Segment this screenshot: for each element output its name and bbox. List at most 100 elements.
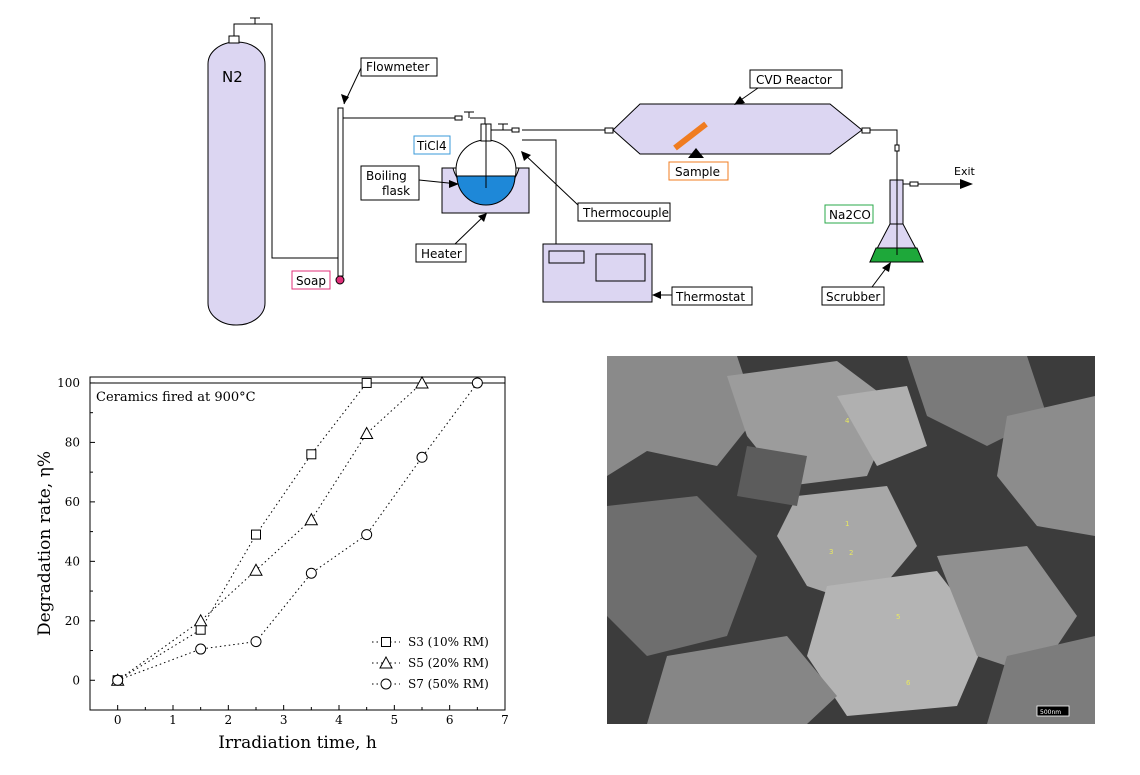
heater-label: Heater [421, 247, 462, 261]
y-tick-label: 100 [57, 376, 80, 390]
series-3 [112, 377, 483, 686]
n2-label: N2 [222, 68, 243, 86]
x-tick-label: 2 [225, 713, 233, 727]
x-tick-label: 7 [501, 713, 509, 727]
flask-liquid [456, 175, 516, 206]
sample-label-box [668, 161, 729, 181]
soap-bulb [335, 275, 345, 285]
sample-plate [673, 121, 708, 151]
data-point [195, 643, 207, 655]
boiling-flask-label-line2: flask [382, 184, 410, 198]
cvd-reactor-label-box [749, 69, 843, 89]
chart-annotation: Ceramics fired at 900°C [96, 390, 256, 405]
pipe-fitting-2 [511, 127, 520, 133]
na2co-label-box [824, 204, 874, 224]
x-axis-label: Irradiation time, h [218, 733, 377, 753]
plot-frame [89, 376, 506, 711]
scrubber-label-box [821, 286, 885, 306]
thermocouple-arrow [521, 151, 579, 206]
thermocouple-label: Thermocouple [582, 206, 669, 220]
sem-grains [607, 356, 1095, 724]
sem-point-label-2: 2 [849, 549, 853, 557]
soap-label-box [291, 270, 331, 290]
data-point [304, 512, 319, 526]
data-point [249, 563, 263, 576]
data-point [416, 451, 428, 463]
data-point [112, 674, 124, 686]
series-line [117, 382, 423, 681]
thermocouple-arrowhead [521, 151, 531, 161]
data-point [305, 567, 317, 579]
x-tick-label: 1 [169, 713, 177, 727]
thermostat-label: Thermostat [675, 290, 745, 304]
sem-point-label-5: 5 [896, 613, 900, 621]
legend-label: S3 (10% RM) [408, 635, 489, 649]
data-point [361, 377, 372, 388]
y-tick-label: 0 [72, 673, 80, 687]
boiling-flask-label-box [360, 165, 420, 201]
n2-cylinder-valve [228, 35, 240, 44]
data-point [415, 375, 429, 389]
pipe-fitting-1 [454, 115, 463, 121]
x-tick-label: 4 [335, 713, 343, 727]
pipe-fitting-4 [861, 127, 871, 134]
pipe-fitting-5 [894, 144, 900, 152]
heater-label-box [415, 243, 467, 263]
thermostat-display-large [595, 253, 646, 282]
y-axis-label: Degradation rate, η% [35, 451, 55, 636]
pipe-flowmeter-flask [343, 117, 486, 125]
y-tick-label: 60 [65, 495, 80, 509]
cvd-reactor-label: CVD Reactor [756, 73, 832, 87]
sem-point-label-4: 4 [845, 417, 850, 425]
pipe-fitting-3 [604, 127, 614, 134]
cvd-reactor-arrowhead [734, 96, 745, 105]
boiling-flask-label-line1: Boiling [366, 169, 407, 183]
ticl4-label: TiCl4 [416, 139, 447, 153]
heater-arrowhead [478, 213, 487, 222]
thermocouple-label-box [577, 202, 671, 222]
thermostat-label-box [671, 286, 753, 306]
cvd-reactor-body [612, 103, 863, 155]
thermostat-display-small [548, 250, 585, 264]
exit-arrowhead [960, 179, 973, 189]
series-2 [110, 375, 429, 686]
legend-label: S5 (20% RM) [408, 656, 489, 670]
flowmeter-arrowhead [341, 94, 349, 104]
thermostat-arrowhead [652, 291, 661, 299]
sample-holder [688, 148, 704, 158]
series-line [117, 382, 368, 681]
sem-point-label-3: 3 [829, 548, 833, 556]
series-layer [110, 375, 483, 686]
heater-arrow [454, 213, 487, 245]
pipe-fitting-6 [909, 181, 919, 187]
valve-top-n2 [250, 17, 260, 24]
y-tick-label: 80 [65, 435, 80, 449]
ticl4-label-box [413, 135, 451, 155]
scale-bar-label: 500nm [1040, 709, 1061, 716]
data-point [251, 529, 261, 540]
thermocouple-wire [522, 139, 557, 245]
scrubber-label: Scrubber [826, 290, 880, 304]
legend-marker [380, 678, 392, 690]
legend-marker [379, 655, 393, 669]
sample-label: Sample [675, 165, 720, 179]
flowmeter-tube [337, 107, 344, 277]
data-point [359, 426, 374, 439]
data-point [361, 529, 373, 541]
data-point [471, 377, 483, 389]
data-point [250, 636, 262, 648]
y-tick-label: 40 [65, 554, 80, 568]
pipe-reactor-scrubber [870, 129, 898, 180]
flowmeter-label: Flowmeter [366, 60, 430, 74]
legend-label: S7 (50% RM) [408, 677, 489, 691]
sem-point-label-1: 1 [845, 520, 849, 528]
valve-flask-outlet [498, 123, 508, 130]
series-1 [112, 377, 372, 686]
x-tick-label: 5 [391, 713, 399, 727]
x-tick-label: 3 [280, 713, 288, 727]
x-tick-label: 6 [446, 713, 454, 727]
pipe-n2-flowmeter [233, 23, 340, 259]
